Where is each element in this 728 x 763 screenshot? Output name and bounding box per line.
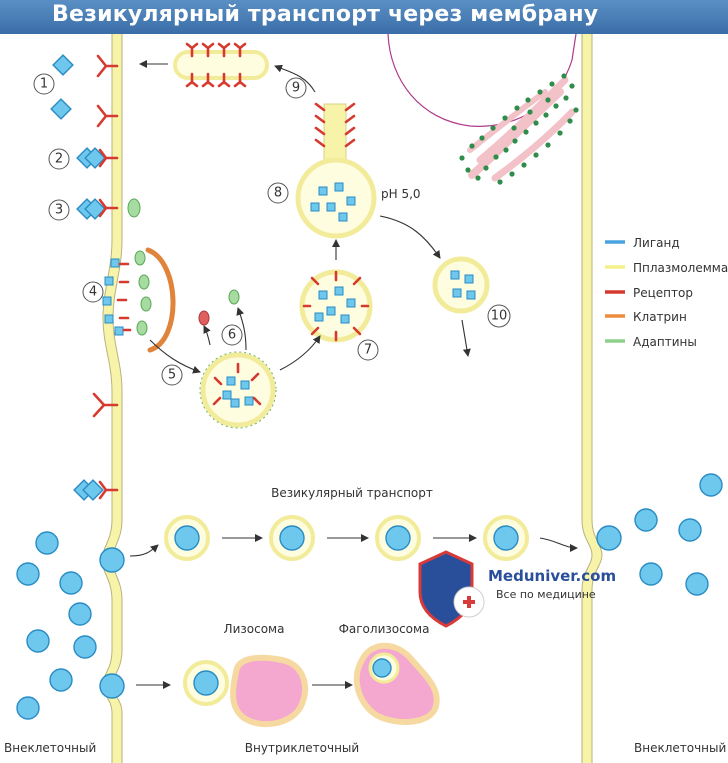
vesicular-transport-label: Везикулярный транспорт (271, 486, 433, 500)
page-title: Везикулярный транспорт через мембрану (52, 2, 599, 27)
legend-plasmalemma: Пплазмолемма (633, 261, 728, 275)
extracellular-right-label: Внеклеточный (634, 741, 726, 755)
early-endosome (299, 269, 373, 343)
step-markers: 1 2 3 4 5 6 7 8 9 10 (33, 73, 511, 386)
released-adaptin (228, 289, 240, 305)
step-1: 1 (40, 77, 48, 92)
step-4: 4 (89, 285, 97, 300)
free-receptors (73, 392, 119, 501)
ligand-vesicle (432, 256, 490, 314)
receptor-binding (50, 54, 141, 220)
ph-label: pH 5,0 (381, 187, 421, 201)
extracellular-left-label: Внеклеточный (4, 741, 96, 755)
extracellular-ligands-right (634, 473, 723, 596)
lysosome-label: Лизосома (224, 622, 285, 636)
phagolysosome-label: Фаголизосома (339, 622, 430, 636)
step-10: 10 (491, 309, 508, 324)
legend-ligand: Лиганд (633, 236, 680, 250)
legend-receptor: Рецептор (633, 286, 693, 300)
process-arrows (139, 60, 471, 374)
extracellular-ligands-left (16, 531, 125, 720)
late-endosome (295, 102, 377, 239)
step-8: 8 (274, 186, 282, 201)
legend-adaptins: Адаптины (633, 335, 697, 349)
legend: Лиганд Пплазмолемма Рецептор Клатрин Ада… (605, 236, 728, 349)
right-membrane (582, 34, 602, 763)
nucleus-outline (387, 33, 577, 127)
title-bar: Везикулярный транспорт через мембрану (0, 0, 728, 34)
step-6: 6 (228, 328, 236, 343)
step-3: 3 (55, 203, 63, 218)
step-2: 2 (55, 152, 63, 167)
legend-clathrin: Клатрин (633, 310, 687, 324)
endocytic-vesicle (199, 351, 277, 429)
released-clathrin (198, 310, 210, 326)
clathrin-coated-pit (102, 247, 176, 353)
transcytosis-row (99, 515, 622, 573)
step-9: 9 (292, 81, 300, 96)
phagocytosis-row (136, 642, 440, 728)
watermark-name: Meduniver.com (488, 567, 616, 585)
step-5: 5 (168, 368, 176, 383)
step-7: 7 (364, 343, 372, 358)
watermark-tagline: Все по медицине (496, 588, 596, 601)
intracellular-label: Внутриклеточный (245, 741, 359, 755)
recycling-vesicle (173, 42, 269, 88)
meduniver-logo (418, 550, 485, 628)
endoplasmic-reticulum (459, 73, 579, 185)
